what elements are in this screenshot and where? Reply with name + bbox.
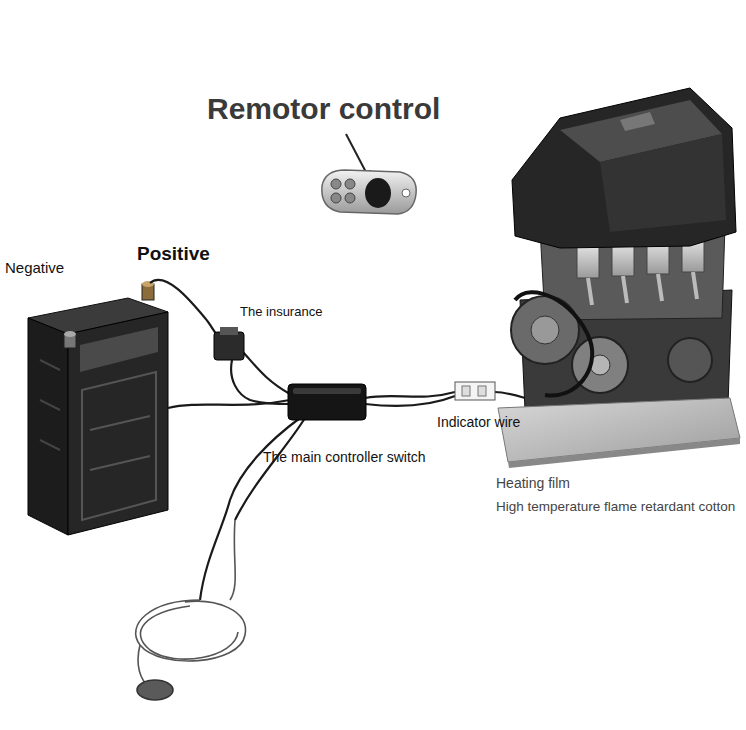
part-label: Remotor control [207, 92, 440, 127]
connector-plug [455, 382, 495, 400]
remote-control [322, 170, 416, 214]
car-battery [28, 281, 168, 535]
controller-box [288, 384, 366, 420]
part-label: Positive [137, 243, 210, 265]
part-label: High temperature flame retardant cotton [496, 499, 735, 515]
sensor-wire-coil [136, 520, 246, 700]
part-label: Heating film [496, 475, 570, 491]
part-label: The insurance [240, 305, 322, 320]
fuse-holder [214, 327, 244, 360]
heating-film-plate [498, 398, 740, 468]
engine [511, 88, 736, 410]
part-label: Indicator wire [437, 414, 520, 430]
part-label: Negative [5, 259, 64, 276]
wiring [150, 280, 525, 600]
part-label: The main controller switch [263, 449, 426, 465]
